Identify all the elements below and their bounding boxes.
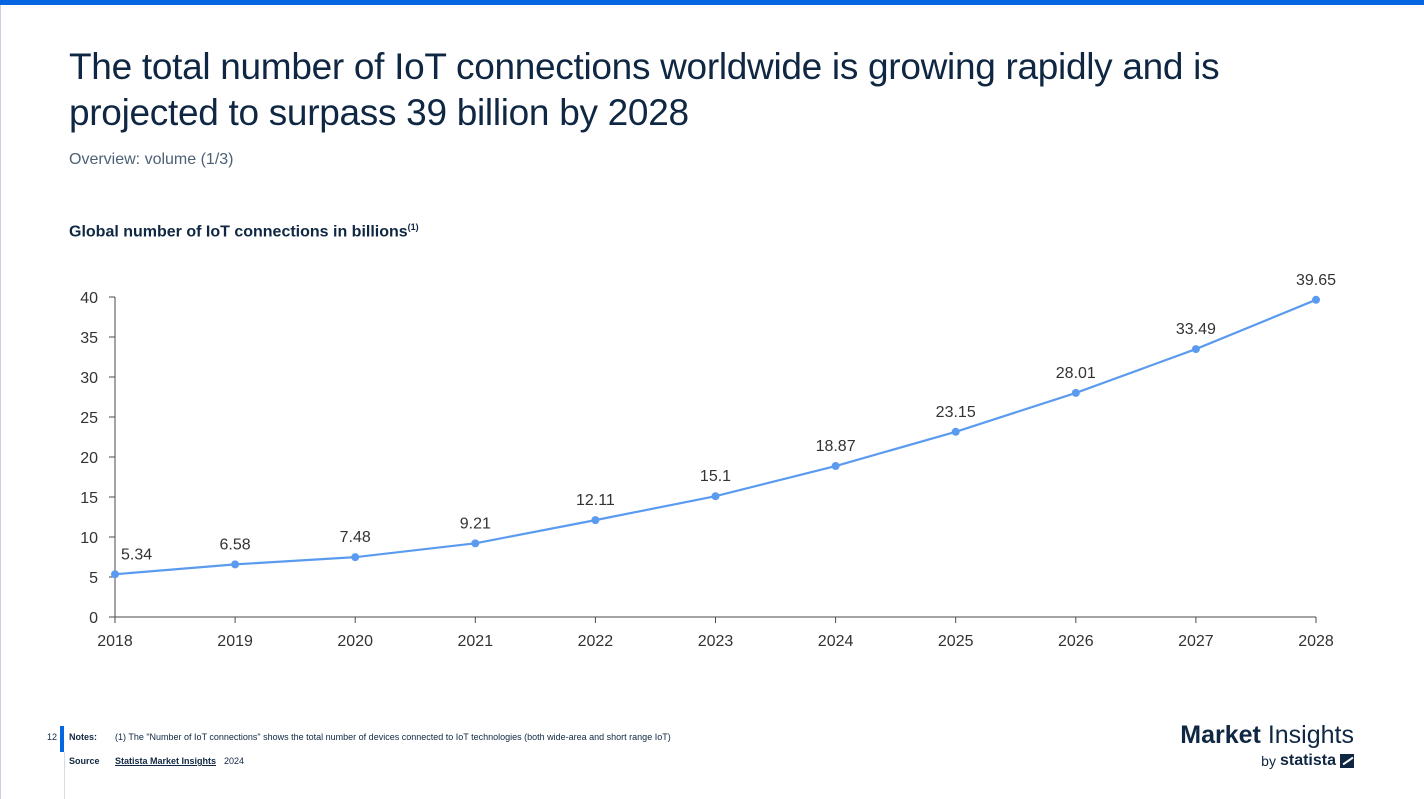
data-label: 28.01 [1056,365,1096,382]
chart-heading-footnote: (1) [407,222,419,232]
data-point [471,539,480,548]
brand-byline: by statista [1180,752,1354,770]
data-point [711,492,720,501]
data-point [591,516,600,525]
data-point [1312,295,1320,304]
footer: 12 Notes: (1) The "Number of IoT connect… [0,724,1424,799]
x-tick-label: 2018 [97,633,133,650]
y-tick-label: 20 [80,450,98,467]
x-tick-label: 2028 [1298,633,1334,650]
data-label: 9.21 [460,515,491,532]
page-title: The total number of IoT connections worl… [69,46,1220,133]
y-tick-label: 0 [89,610,98,627]
data-label: 6.58 [220,536,251,553]
chart-heading: Global number of IoT connections in bill… [69,222,419,241]
x-tick-label: 2024 [818,633,854,650]
data-point [1071,388,1080,397]
data-point [111,570,119,579]
brand-name-bold: Market [1180,721,1261,749]
data-label: 7.48 [340,529,371,546]
series-line [114,298,1317,576]
y-tick-label: 35 [80,330,98,347]
data-label: 18.87 [816,438,856,455]
brand-by-text: by [1261,753,1276,769]
page-subtitle: Overview: volume (1/3) [69,151,234,168]
x-tick-label: 2019 [217,633,253,650]
data-point [1191,345,1200,354]
brand-company: statista [1279,752,1336,769]
brand-logo: Market Insights by statista [1180,720,1354,770]
data-label: 39.65 [1296,272,1336,289]
y-tick-label: 10 [80,530,98,547]
top-accent-bar [0,0,1424,5]
source-year: 2024 [224,756,245,766]
source-label: Source [69,756,100,766]
brand-name-light: Insights [1267,721,1354,749]
data-point [231,560,240,569]
data-label: 5.34 [121,546,152,563]
x-tick-label: 2022 [578,633,614,650]
chart-heading-text: Global number of IoT connections in bill… [69,223,408,241]
data-point [351,553,360,562]
y-tick-label: 25 [80,410,98,427]
x-tick-label: 2020 [337,633,373,650]
data-label: 15.1 [700,468,731,485]
x-tick-label: 2023 [698,633,734,650]
x-tick-label: 2021 [458,633,494,650]
notes-text: (1) The "Number of IoT connections" show… [115,732,671,742]
data-point [951,427,960,436]
brand-name: Market Insights [1180,720,1354,750]
page-number: 12 [47,732,58,742]
y-tick-label: 15 [80,490,98,507]
data-point [831,462,840,471]
footer-divider [64,752,65,799]
y-tick-label: 5 [89,570,98,587]
x-tick-label: 2027 [1178,633,1214,650]
source-link[interactable]: Statista Market Insights [115,756,217,766]
statista-logo-icon [1340,754,1354,768]
notes-label: Notes: [69,732,98,742]
footer-accent-bar [60,726,64,752]
data-label: 23.15 [936,404,976,421]
x-tick-label: 2025 [938,633,974,650]
y-tick-label: 40 [80,290,98,307]
data-label: 12.11 [576,492,615,509]
x-tick-label: 2026 [1058,633,1094,650]
data-label: 33.49 [1176,321,1216,338]
left-edge-line [0,5,1,799]
y-tick-label: 30 [80,370,98,387]
